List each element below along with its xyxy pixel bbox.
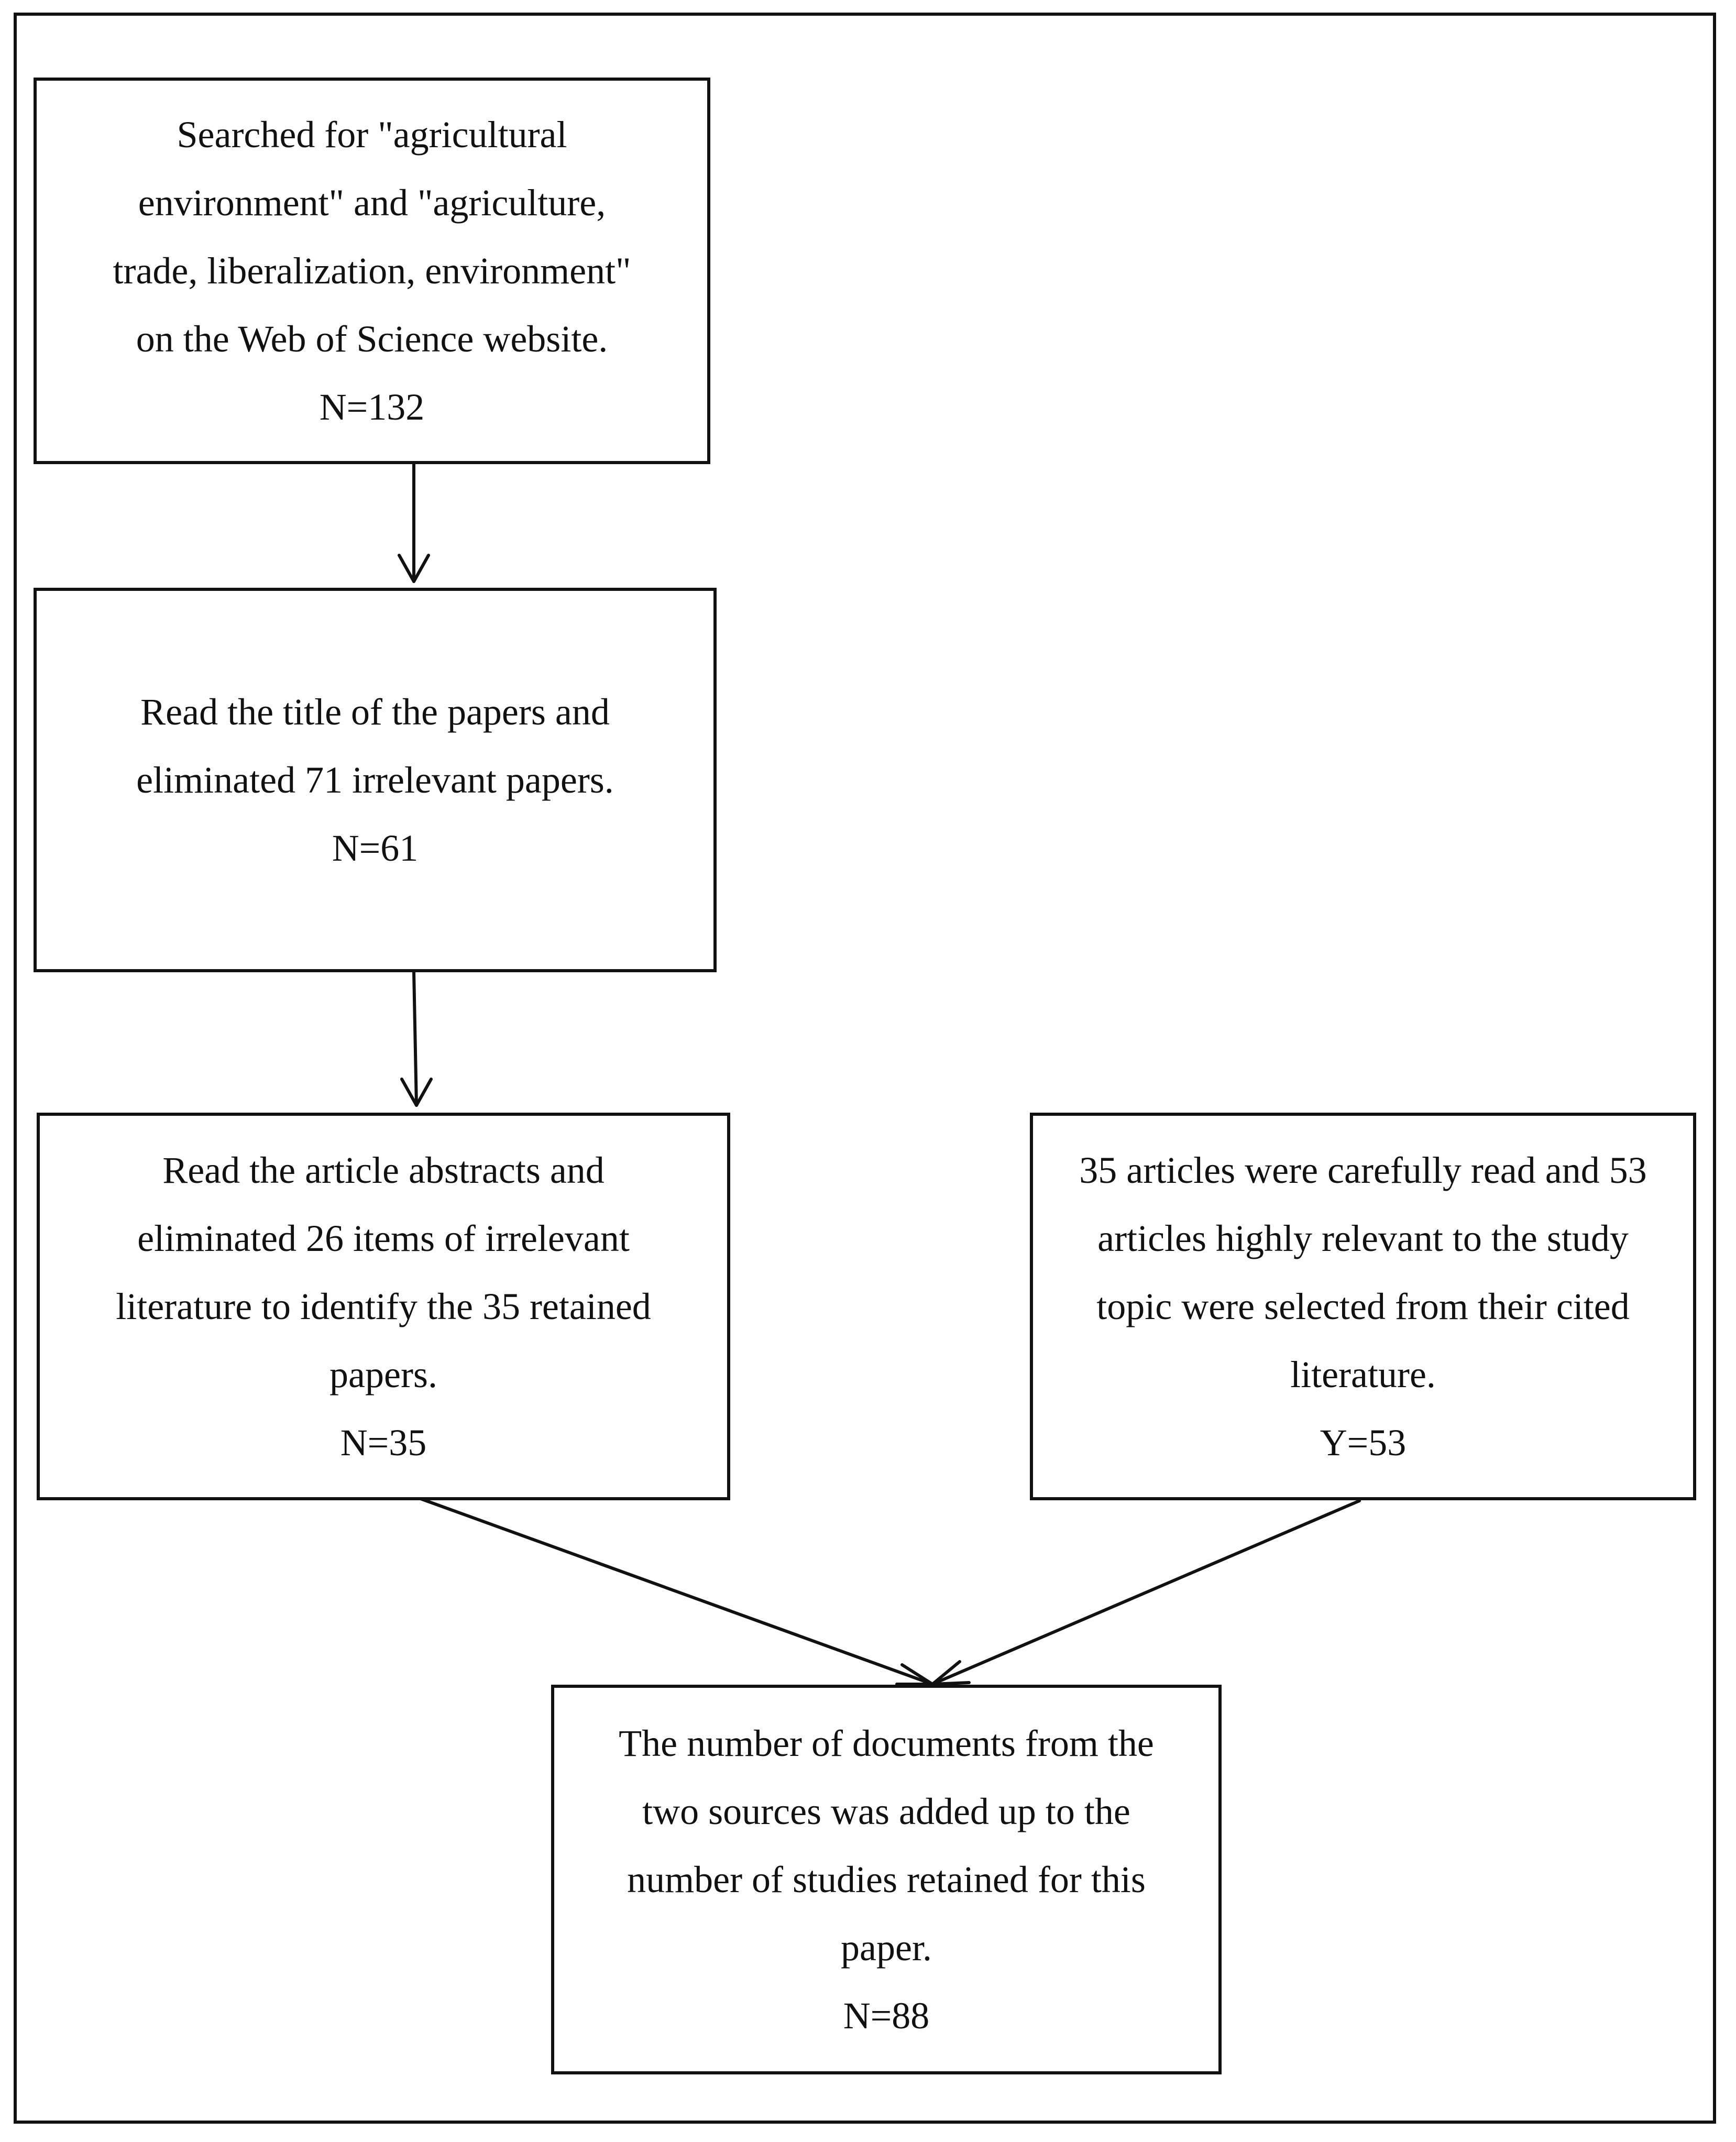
title-screen-count: N=61 [332,827,419,869]
abstract-screen-count: N=35 [340,1422,427,1464]
citation-search-count: Y=53 [1320,1422,1407,1464]
citation-search-line-1: 35 articles were carefully read and 53 [1079,1149,1647,1191]
search-line-1: Searched for "agricultural [177,114,567,156]
abstract-screen-node: Read the article abstracts and eliminate… [37,1113,730,1500]
search-node: Searched for "agricultural environment" … [34,78,710,464]
search-line-2: environment" and "agriculture, [138,182,606,224]
edge-search-to-title [398,462,430,583]
edge-abstract-to-final [417,1497,934,1686]
title-screen-line-1: Read the title of the papers and [140,691,610,733]
citation-search-line-2: articles highly relevant to the study [1097,1217,1629,1259]
abstract-screen-line-1: Read the article abstracts and [162,1149,605,1191]
search-line-3: trade, liberalization, environment" [113,250,631,292]
final-line-3: number of studies retained for this [627,1859,1146,1901]
citation-search-node: 35 articles were carefully read and 53 a… [1030,1113,1696,1500]
edge-title-to-abstract [400,970,433,1107]
abstract-screen-line-2: eliminated 26 items of irrelevant [137,1217,630,1259]
citation-search-line-4: literature. [1290,1354,1436,1396]
final-line-4: paper. [841,1927,932,1969]
search-line-4: on the Web of Science website. [136,318,608,360]
abstract-screen-line-4: papers. [329,1354,437,1396]
search-count: N=132 [319,386,425,428]
final-node: The number of documents from the two sou… [551,1685,1222,2074]
diagram-frame [14,13,1716,2124]
final-count: N=88 [843,1995,930,2037]
citation-search-line-3: topic were selected from their cited [1096,1286,1630,1327]
title-screen-node: Read the title of the papers and elimina… [34,588,717,972]
title-screen-line-2: eliminated 71 irrelevant papers. [136,759,614,801]
edge-citation-to-final [931,1499,1361,1686]
final-line-2: two sources was added up to the [642,1791,1130,1832]
final-line-1: The number of documents from the [619,1722,1154,1764]
abstract-screen-line-3: literature to identify the 35 retained [116,1286,651,1327]
